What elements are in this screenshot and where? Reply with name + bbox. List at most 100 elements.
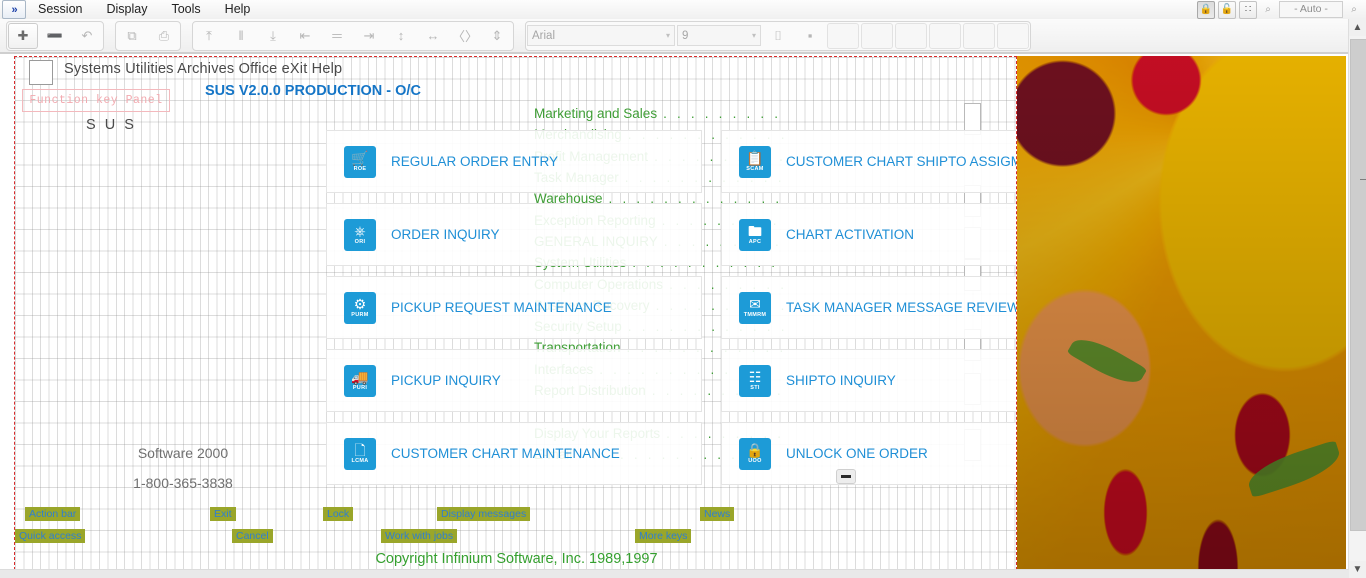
align-left-icon[interactable]: ⇤ <box>299 27 311 43</box>
scroll-down-icon[interactable]: ▼ <box>1349 561 1366 578</box>
scroll-tick <box>1360 179 1366 180</box>
size-width-icon[interactable]: ↔ <box>426 28 440 43</box>
function-key-quick-access[interactable]: Quick access <box>15 529 86 543</box>
dot-leader: . . . . . . . . . . . . . <box>663 106 784 122</box>
toolbar-blank-4[interactable] <box>929 22 961 49</box>
photo-shade <box>1016 56 1346 570</box>
function-key-exit[interactable]: Exit <box>210 507 236 521</box>
message-icon-glyph: ✉ <box>749 296 761 312</box>
clipboard-icon-glyph: 📋 <box>746 150 764 166</box>
border-button[interactable]: ⌷ <box>774 27 782 43</box>
app-card-code: STI <box>750 385 760 391</box>
undo-button[interactable]: ↶ <box>81 27 93 43</box>
vendor-info: Software 2000 1-800-365-3838 <box>93 445 273 491</box>
toolbar-group-clipboard: ⧉ ⎙ <box>115 20 181 51</box>
lock-unlocked-icon[interactable]: 🔓 <box>1218 0 1236 19</box>
menu-tools[interactable]: Tools <box>171 2 201 16</box>
toolbar-blank-1[interactable] <box>827 22 859 49</box>
chevron-down-icon: ▾ <box>751 31 756 40</box>
zoom-level-field[interactable]: - Auto - <box>1279 1 1343 18</box>
function-key-cancel[interactable]: Cancel <box>232 529 273 543</box>
calculator-icon: ☷STI <box>739 364 771 397</box>
align-bottom-icon[interactable]: ⤓ <box>270 27 276 43</box>
align-right-icon[interactable]: ⇥ <box>363 27 375 43</box>
message-icon: ✉TMMRM <box>739 291 771 324</box>
lock-icon-glyph: 🔒 <box>746 442 764 458</box>
menu-bar: » Session Display Tools Help 🔒 🔓 ∷ ⌕ - A… <box>0 0 1366 20</box>
toolbar-blank-5[interactable] <box>963 22 995 49</box>
keypad-icon[interactable]: ∷ <box>1239 0 1257 19</box>
toolbar: ✚ ➖ ↶ ⧉ ⎙ ⤒ ‖ ⤓ ⇤ ＝ ⇥ ↕ ↔ 〈〉 ⇕ Arial ▾ 9 <box>0 19 1366 54</box>
chevron-down-icon: ▾ <box>665 31 670 40</box>
gear-icon-glyph: ⚙ <box>353 296 367 312</box>
scrollbar-thumb[interactable] <box>1350 39 1366 531</box>
align-top-icon[interactable]: ⤒ <box>206 27 212 43</box>
app-card-label: REGULAR ORDER ENTRY <box>391 154 559 169</box>
zoom-in-icon[interactable]: ⌕ <box>1265 4 1271 15</box>
function-key-lock[interactable]: Lock <box>323 507 354 521</box>
vertical-scrollbar[interactable]: ▲ ▼ <box>1348 19 1366 578</box>
vendor-name: Software 2000 <box>137 445 229 461</box>
function-key-action-bar[interactable]: Action bar <box>25 507 81 521</box>
align-middle-vertical-icon[interactable]: ‖ <box>238 28 244 43</box>
app-card-label: ORDER INQUIRY <box>391 227 500 242</box>
toolbar-blank-3[interactable] <box>895 22 927 49</box>
app-card-code: PURM <box>351 312 369 318</box>
function-key-display-messages[interactable]: Display messages <box>437 507 531 521</box>
function-key-news[interactable]: News <box>700 507 735 521</box>
legacy-menu-item[interactable]: Marketing and Sales. . . . . . . . . . .… <box>534 103 784 124</box>
scroll-up-icon[interactable]: ▲ <box>1349 19 1366 36</box>
app-card-code: TMMRM <box>743 312 767 318</box>
font-size-select[interactable]: 9 ▾ <box>677 25 761 46</box>
font-family-select[interactable]: Arial ▾ <box>527 25 675 46</box>
paste-button[interactable]: ⎙ <box>158 27 170 43</box>
folder-icon-glyph: 🖿 <box>748 223 762 239</box>
space-horizontal-icon[interactable]: 〈〉 <box>451 29 478 44</box>
app-card-code: PURI <box>352 385 368 391</box>
folder-icon: 🖿APC <box>739 218 771 251</box>
legacy-menu-item[interactable]: Warehouse. . . . . . . . . . . . . <box>534 188 784 209</box>
fill-button[interactable]: ▪ <box>807 28 813 43</box>
action-bar-menu[interactable]: Systems Utilities Archives Office eXit H… <box>64 61 343 77</box>
app-card-code: SCAM <box>746 166 764 172</box>
add-button[interactable]: ✚ <box>8 22 38 49</box>
function-key-work-with-jobs[interactable]: Work with jobs <box>381 529 458 543</box>
toolbar-group-font: Arial ▾ 9 ▾ ⌷ ▪ <box>525 20 1031 51</box>
font-family-value: Arial <box>532 29 556 42</box>
menu-help[interactable]: Help <box>224 2 251 16</box>
background-photo <box>1016 56 1346 570</box>
function-key-more-keys[interactable]: More keys <box>635 529 692 543</box>
menu-bar-right-controls: 🔒 🔓 ∷ ⌕ - Auto - ⌕ <box>1197 0 1362 19</box>
toolbar-blank-6[interactable] <box>997 22 1029 49</box>
app-card-code: UOO <box>748 458 762 464</box>
action-bar-indicator[interactable] <box>29 60 53 85</box>
expand-chevron-icon[interactable]: » <box>2 0 26 19</box>
zoom-out-icon[interactable]: ⌕ <box>1351 4 1357 15</box>
app-card-tmmrm[interactable]: ✉TMMRM TASK MANAGER MESSAGE REVIEW <box>721 276 1017 339</box>
app-card-label: TASK MANAGER MESSAGE REVIEW <box>786 300 1017 315</box>
toolbar-blank-2[interactable] <box>861 22 893 49</box>
align-center-icon[interactable]: ＝ <box>330 29 344 44</box>
size-height-icon[interactable]: ↕ <box>397 28 405 43</box>
document-icon: 🗋LCMA <box>344 437 376 470</box>
function-key-panel-label: Function key Panel <box>22 89 170 112</box>
remove-button[interactable]: ➖ <box>46 27 64 43</box>
page-title: SUS V2.0.0 PRODUCTION - O/C <box>205 83 421 99</box>
terminal-canvas[interactable]: Systems Utilities Archives Office eXit H… <box>14 56 1017 570</box>
lock-locked-icon[interactable]: 🔒 <box>1197 0 1215 19</box>
copy-button[interactable]: ⧉ <box>127 27 137 43</box>
truck-icon: 🚚PURI <box>344 364 376 397</box>
menu-session[interactable]: Session <box>38 2 83 16</box>
menu-display[interactable]: Display <box>106 2 148 16</box>
space-vertical-icon[interactable]: ⇕ <box>491 27 503 43</box>
resize-handle[interactable] <box>836 469 856 484</box>
